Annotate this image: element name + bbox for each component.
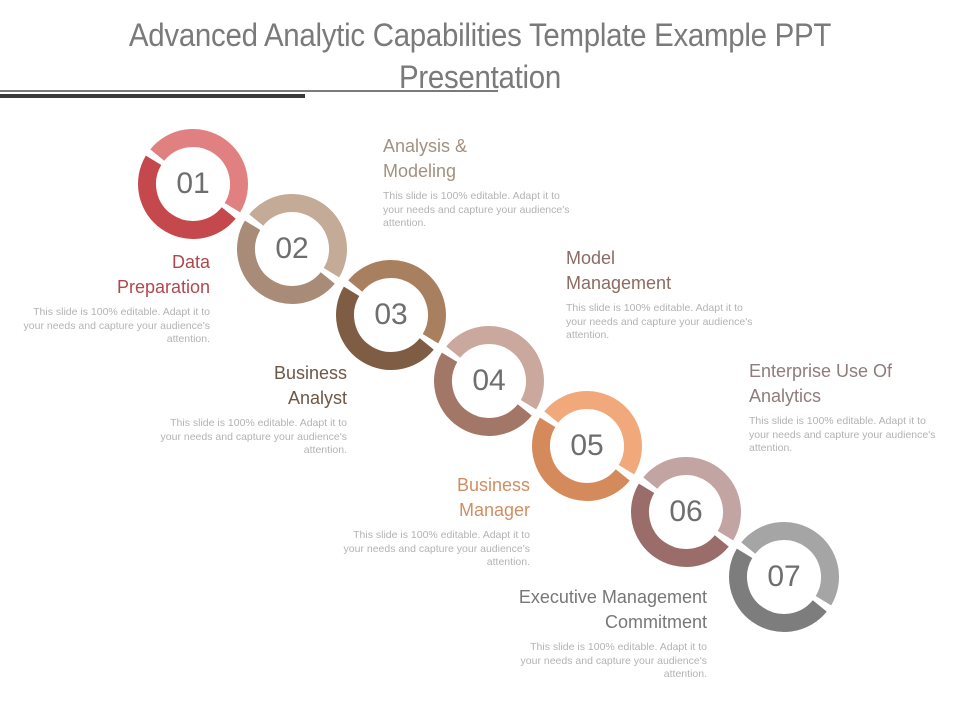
step-title: Analysis & Modeling [383,136,468,181]
step-title: Enterprise Use Of Analytics [749,361,893,406]
step-label-01: Data Preparation This slide is 100% edit… [20,250,210,347]
step-label-06: Enterprise Use Of Analytics This slide i… [749,359,939,456]
step-title: Model Management [566,248,672,293]
step-number: 05 [570,429,604,462]
step-ring-07: 07 [728,521,840,633]
step-number: 07 [767,560,801,593]
title-underline-thick [0,94,305,98]
slide-title: Advanced Analytic Capabilities Template … [94,14,867,98]
step-number: 03 [374,298,408,331]
step-label-04: Model Management This slide is 100% edit… [566,246,756,343]
step-ring-02: 02 [236,193,348,305]
step-number: 01 [176,167,210,200]
step-title: Business Manager [456,475,530,520]
step-description: This slide is 100% editable. Adapt it to… [343,529,530,568]
step-label-07: Executive Management Commitment This sli… [477,585,707,682]
step-number: 04 [472,364,506,397]
step-description: This slide is 100% editable. Adapt it to… [160,417,347,456]
step-label-02: Analysis & Modeling This slide is 100% e… [383,134,573,231]
slide-title-line-1: Advanced Analytic Capabilities Template … [128,17,832,53]
step-description: This slide is 100% editable. Adapt it to… [749,415,936,454]
step-ring-01: 01 [137,128,249,240]
title-underline-thin [0,90,498,92]
step-number: 02 [275,232,309,265]
step-ring-06: 06 [630,456,742,568]
step-title: Business Analyst [273,363,347,408]
step-title: Data Preparation [116,252,210,297]
step-label-03: Business Analyst This slide is 100% edit… [157,361,347,458]
slide-title-line-2: Presentation [398,59,561,95]
step-title: Executive Management Commitment [518,587,707,632]
step-ring-03: 03 [335,259,447,371]
step-description: This slide is 100% editable. Adapt it to… [566,302,753,341]
step-description: This slide is 100% editable. Adapt it to… [520,641,707,680]
step-label-05: Business Manager This slide is 100% edit… [340,473,530,570]
step-ring-04: 04 [433,325,545,437]
step-ring-05: 05 [531,390,643,502]
step-description: This slide is 100% editable. Adapt it to… [383,190,570,229]
step-description: This slide is 100% editable. Adapt it to… [23,306,210,345]
step-number: 06 [669,495,703,528]
